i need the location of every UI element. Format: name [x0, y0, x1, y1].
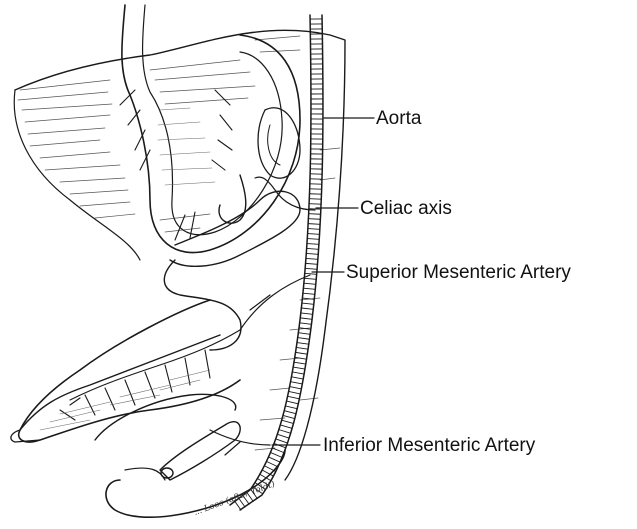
- aorta-rung: [304, 283, 316, 284]
- aorta-rung: [279, 430, 290, 434]
- aorta-rung: [294, 362, 306, 364]
- aorta-rung: [303, 293, 315, 294]
- aorta-rung: [308, 229, 320, 230]
- aorta-rung: [298, 338, 310, 340]
- aorta-rung: [288, 396, 300, 399]
- aorta-rung: [304, 278, 316, 279]
- aorta-rung: [303, 288, 315, 289]
- aorta-rung: [297, 343, 309, 345]
- intestine-fan-vessels: [60, 330, 240, 420]
- aorta-rung: [296, 347, 308, 349]
- aorta-rung: [293, 367, 305, 369]
- label-superior-mesenteric-artery: Superior Mesenteric Artery: [346, 263, 571, 282]
- aorta-rung: [301, 308, 313, 309]
- aorta-rung: [309, 214, 321, 215]
- kidney-inner: [268, 125, 280, 165]
- label-inferior-mesenteric-artery: Inferior Mesenteric Artery: [323, 436, 535, 455]
- aorta-rung: [307, 248, 319, 249]
- aorta-rung: [276, 439, 287, 443]
- aorta-rung: [284, 411, 296, 414]
- aorta-rung: [305, 273, 317, 274]
- aorta-rung: [301, 313, 313, 314]
- aorta-rung: [267, 461, 278, 466]
- aorta-rung: [309, 209, 321, 210]
- label-celiac-axis: Celiac axis: [360, 199, 452, 218]
- aorta-rung: [271, 453, 282, 458]
- duodenum: [122, 5, 300, 253]
- aorta-rung: [269, 457, 280, 462]
- aorta-rung: [300, 323, 312, 325]
- aorta-rung: [306, 263, 318, 264]
- aorta-rung: [302, 298, 314, 299]
- aorta-rung: [306, 253, 318, 254]
- aorta-rung: [274, 444, 285, 448]
- intestine-tip: [11, 430, 40, 442]
- aorta-rung: [300, 318, 312, 319]
- sigmoid-inner: [125, 468, 165, 480]
- aorta-rung: [298, 333, 310, 335]
- aorta-rung: [306, 258, 318, 259]
- mesentery-outline-left: [14, 90, 140, 260]
- aorta-rung: [305, 268, 317, 269]
- aorta-rung: [280, 425, 292, 428]
- aorta-rung: [285, 406, 297, 409]
- aorta-rung: [272, 448, 283, 452]
- aorta-rung: [292, 372, 304, 374]
- aorta-rung: [291, 377, 303, 379]
- aorta-rung: [307, 244, 319, 245]
- aorta-rung: [308, 234, 320, 235]
- label-aorta: Aorta: [376, 109, 421, 128]
- aorta-rung: [302, 303, 314, 304]
- aorta-rung: [289, 391, 301, 393]
- aorta-rung: [277, 434, 288, 438]
- kidney-outline: [258, 108, 300, 178]
- aorta-rung: [265, 466, 276, 471]
- aorta-rung: [308, 219, 320, 220]
- stomach-shading: [158, 108, 215, 185]
- colon-loop-left: [95, 394, 236, 440]
- aorta-rung: [309, 204, 321, 205]
- aorta-rung: [287, 401, 299, 404]
- aorta-rung: [290, 387, 302, 389]
- intestinal-loop-middle: [170, 191, 300, 266]
- aorta-rung: [282, 420, 294, 423]
- aorta-rung: [308, 224, 320, 225]
- intestine-fan-hatch: [40, 370, 210, 430]
- aorta-rung: [296, 352, 308, 354]
- aorta-rung: [291, 382, 303, 384]
- aorta-rung: [307, 239, 319, 240]
